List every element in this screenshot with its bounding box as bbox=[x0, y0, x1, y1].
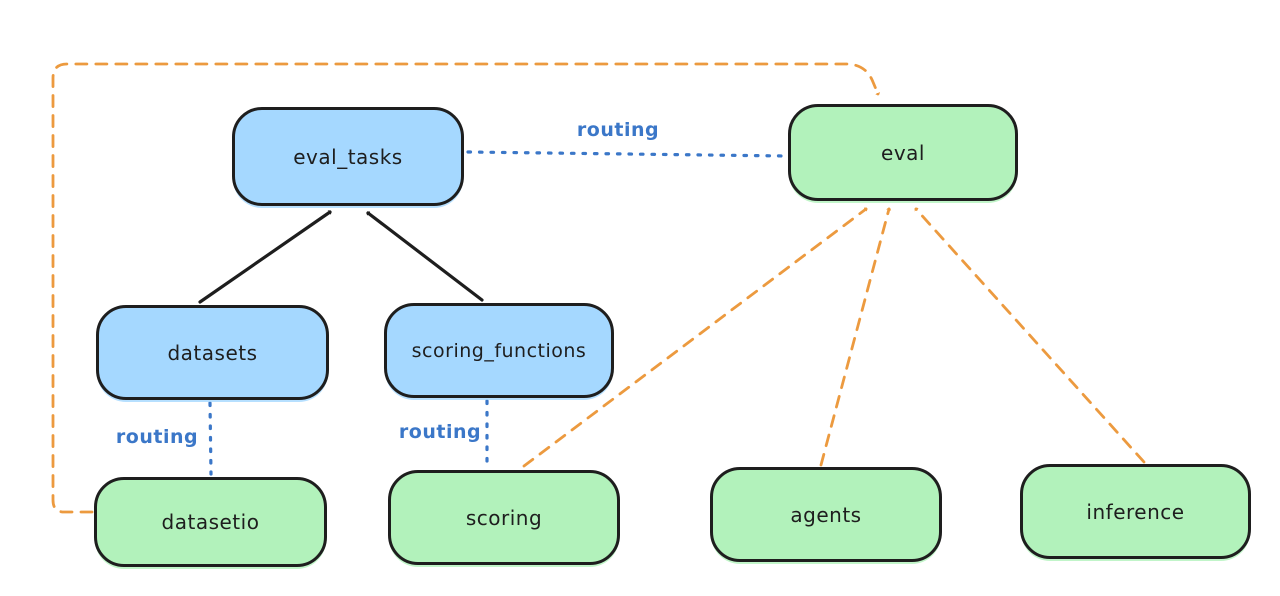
node-agents: agents bbox=[710, 467, 942, 562]
node-scoring-functions: scoring_functions bbox=[384, 303, 614, 398]
node-scoring: scoring bbox=[388, 470, 620, 565]
edge-datasetio-to-eval-loop bbox=[51, 62, 878, 514]
edge-agents-to-eval bbox=[819, 207, 889, 467]
edge-datasets-to-datasetio-routing bbox=[208, 401, 213, 476]
node-eval-tasks: eval_tasks bbox=[232, 107, 464, 206]
edge-inference-to-eval bbox=[914, 207, 1146, 464]
node-inference: inference bbox=[1020, 464, 1251, 559]
routing-label-eval-tasks-eval: routing bbox=[576, 119, 660, 141]
node-datasetio: datasetio bbox=[94, 477, 327, 567]
node-eval: eval bbox=[788, 104, 1018, 201]
edge-scoring-functions-to-eval-tasks bbox=[366, 213, 484, 302]
routing-label-datasets-datasetio: routing bbox=[115, 426, 199, 448]
node-eval-label: eval bbox=[881, 140, 925, 165]
node-inference-label: inference bbox=[1086, 499, 1185, 524]
edge-datasets-to-eval-tasks bbox=[198, 212, 332, 304]
routing-label-scoring-functions-scoring: routing bbox=[398, 421, 482, 443]
node-datasets-label: datasets bbox=[167, 340, 258, 365]
node-datasetio-label: datasetio bbox=[161, 510, 260, 534]
node-eval-tasks-label: eval_tasks bbox=[293, 144, 403, 169]
node-scoring-label: scoring bbox=[465, 505, 543, 530]
node-scoring-functions-label: scoring_functions bbox=[411, 339, 587, 362]
edge-scoring-to-eval bbox=[522, 209, 868, 468]
node-datasets: datasets bbox=[96, 305, 329, 400]
node-agents-label: agents bbox=[790, 502, 862, 527]
edge-eval-tasks-to-eval-routing bbox=[466, 150, 788, 158]
